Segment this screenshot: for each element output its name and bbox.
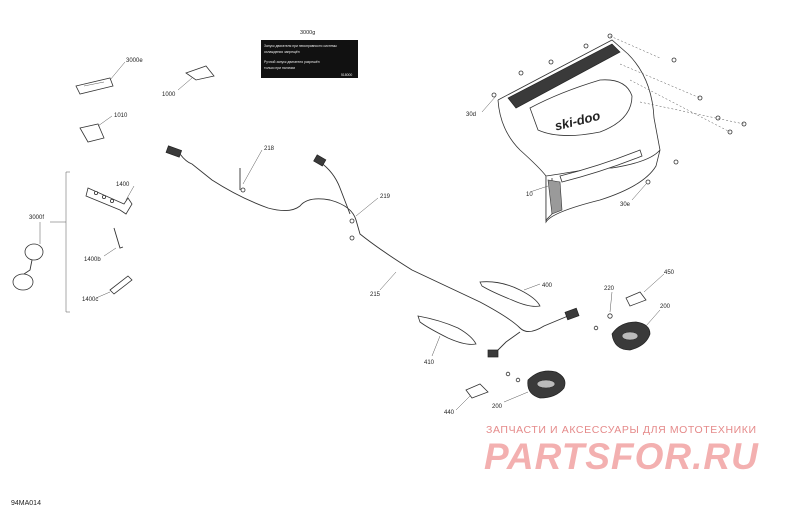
hex-key-1400b [113,227,124,249]
decal-3000g: 3000g Запуск двигателя при неисправности… [261,30,358,78]
wiring-harness-215: 218 219 215 [165,145,580,358]
callout-30d: 30d [466,112,476,118]
mirror-base [12,273,34,291]
part-440: 440 [444,383,489,416]
callout-200-right: 200 [660,304,671,310]
decal-1000-shape [185,65,215,81]
part-1000: 1000 [162,65,215,98]
deflector-410 [417,315,477,345]
deflector-400 [479,281,541,307]
harness-main-wire [179,153,569,332]
fastener-219 [349,218,355,224]
fastener-218 [240,187,246,193]
hood-fasteners: 30d 30e [466,33,747,208]
part-3000f: 3000f [12,215,44,291]
watermark-tagline: ЗАПЧАСТИ И АКСЕССУАРЫ ДЛЯ МОТОТЕХНИКИ [486,424,757,436]
screw-220 [607,313,613,319]
callout-30e: 30e [620,202,631,208]
callout-400: 400 [542,283,553,289]
figure-reference: 94MA014 [11,500,41,507]
part-200-left: 200 [492,370,566,410]
decal-1010-shape [79,123,105,143]
callout-218: 218 [264,146,275,152]
callout-3000g: 3000g [300,30,315,36]
callout-1400b: 1400b [84,257,101,263]
harness-connector-left [165,145,183,158]
bolt [491,92,497,98]
callout-219: 219 [380,194,391,200]
tool-kit-group: 1400 1400b 1400c [50,171,135,313]
part-200-right: 200 [611,304,671,351]
decal-3000e-shape [75,77,114,95]
part-1010: 1010 [79,113,128,143]
part-450: 450 [625,270,675,307]
part-400: 400 [479,281,553,307]
part-410: 410 [417,315,477,366]
hood-trim [507,43,621,109]
wrench-1400 [85,187,133,215]
callout-450: 450 [664,270,675,276]
mirror-top [24,243,44,261]
callout-1400c: 1400c [82,297,98,303]
callout-3000e: 3000e [126,58,143,64]
hood-panel [529,79,633,136]
decal-line-3: Ручной запуск двигателя разрешён [264,60,320,64]
decal-line-4: только при наличии [264,66,295,70]
callout-215: 215 [370,292,381,298]
callout-440: 440 [444,410,455,416]
harness-connector-bottom [487,349,499,358]
callout-1000: 1000 [162,92,176,98]
part-220: 220 [593,286,615,331]
callout-1010: 1010 [114,113,128,119]
callout-10: 10 [526,192,533,198]
bracket-440 [465,383,489,399]
decal-plate [261,40,358,78]
callout-3000f: 3000f [29,215,44,221]
decal-code: 518000 [341,73,352,77]
harness-connector-right [564,307,580,321]
callout-200-left: 200 [492,404,503,410]
decal-line-2: охлаждения запрещён [264,50,300,54]
callout-1400: 1400 [116,182,130,188]
watermark-logo: PARTSFOR.RU [484,436,759,477]
callout-410: 410 [424,360,435,366]
hood-10: ski-doo 10 [497,39,661,224]
decal-line-1: Запуск двигателя при неисправности систе… [264,44,337,48]
tool-kit-bracket [65,171,70,313]
part-3000e: 3000e [75,58,143,95]
bracket-450 [625,291,647,307]
blade-1400c [109,275,133,295]
callout-220: 220 [604,286,615,292]
harness-connector-top [313,154,327,167]
